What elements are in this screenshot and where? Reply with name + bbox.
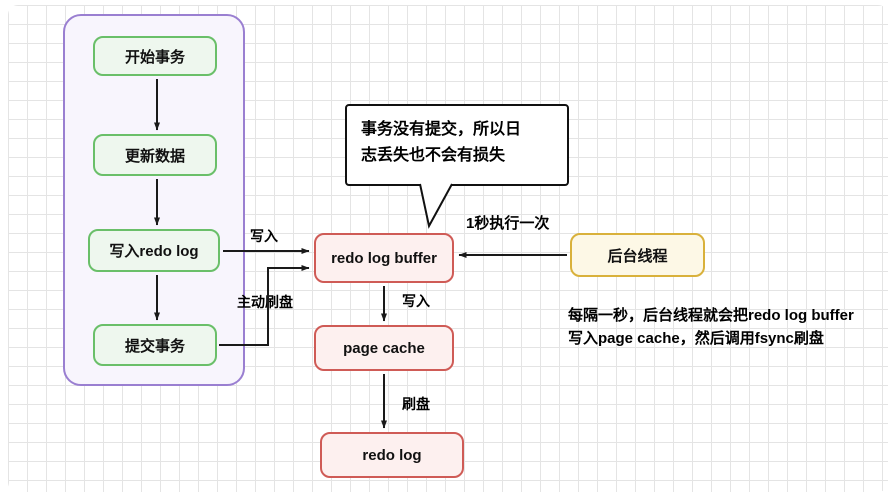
node-background-thread: 后台线程: [570, 233, 705, 277]
callout-line-1: 事务没有提交，所以日: [361, 121, 522, 138]
node-page-cache-label: page cache: [343, 339, 425, 357]
note-text: 每隔一秒，后台线程就会把redo log buffer 写入page cache…: [568, 304, 895, 350]
node-write-redo-log: 写入redo log: [88, 229, 220, 272]
callout-bubble: 事务没有提交，所以日 志丢失也不会有损失: [345, 104, 569, 186]
edge-label-interval: 1秒执行一次: [466, 215, 550, 232]
edge-label-write-to-page-cache: 写入: [402, 293, 430, 309]
node-redo-log-label: redo log: [362, 446, 422, 464]
node-begin-transaction-label: 开始事务: [124, 48, 185, 66]
note-line-1: 每隔一秒，后台线程就会把redo log buffer: [568, 307, 854, 324]
node-redo-log-buffer-label: redo log buffer: [331, 249, 437, 267]
node-redo-log-buffer: redo log buffer: [314, 233, 454, 283]
node-update-data: 更新数据: [93, 134, 217, 176]
edge-label-flush-disk: 刷盘: [402, 396, 430, 412]
edge-label-active-flush: 主动刷盘: [237, 294, 293, 310]
callout-line-2: 志丢失也不会有损失: [361, 147, 506, 164]
node-background-thread-label: 后台线程: [607, 247, 668, 265]
node-page-cache: page cache: [314, 325, 454, 371]
node-commit-transaction-label: 提交事务: [124, 337, 185, 355]
note-line-2: 写入page cache，然后调用fsync刷盘: [568, 330, 824, 347]
node-begin-transaction: 开始事务: [93, 36, 217, 76]
node-commit-transaction: 提交事务: [93, 324, 217, 366]
node-write-redo-log-label: 写入redo log: [109, 243, 199, 260]
edge-label-write-in: 写入: [250, 228, 278, 244]
node-update-data-label: 更新数据: [124, 147, 185, 165]
node-redo-log: redo log: [320, 432, 464, 478]
